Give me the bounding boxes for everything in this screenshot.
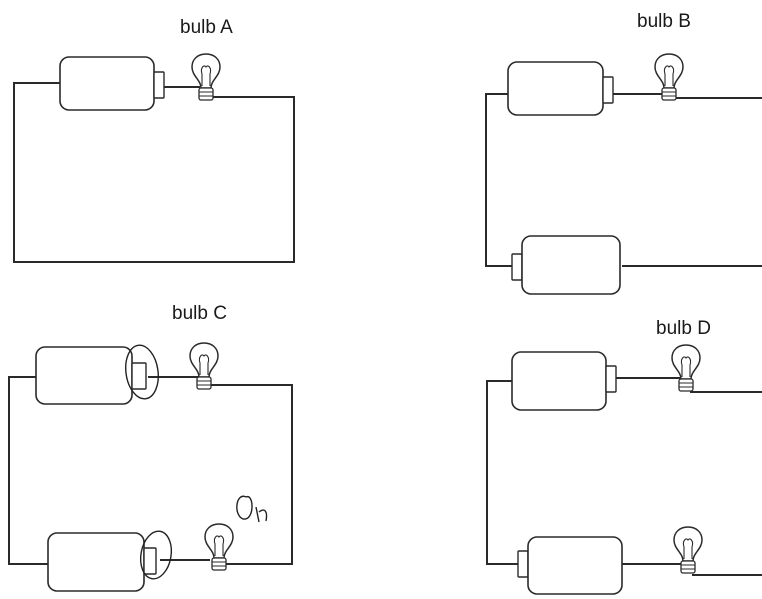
pen-circle-top [125,344,159,400]
cell-b1-body [507,61,604,116]
bulb-d-second-icon [673,526,703,574]
cell-a-terminal [153,71,165,99]
circuit-c: bulb C [8,303,293,592]
circuit-c-wire-right [209,384,293,565]
bulb-d-label: bulb D [656,318,711,339]
circuit-d-wire [486,380,518,565]
circuit-a-wire [13,82,295,263]
cell-d2-body [527,536,623,595]
bulb-c-icon [189,342,219,390]
cell-d1-body [511,351,607,411]
bulb-a-icon [191,53,221,101]
bulb-c-label: bulb C [172,303,227,324]
bulb-b-label: bulb B [637,11,691,32]
pen-scribble-mark [236,495,268,523]
pen-circle-bottom [139,530,173,580]
cell-c1-body [35,346,133,405]
cell-d2-terminal [517,550,529,578]
cell-a-body [59,56,155,111]
circuit-b-wire [485,93,512,267]
cell-c1-terminal [131,362,147,390]
circuit-d: bulb D [486,318,762,595]
cell-d1-terminal [605,365,617,393]
cell-c2-terminal [143,547,157,575]
bulb-a-label: bulb A [180,17,233,38]
cell-b1-terminal [602,76,614,104]
cell-c2-body [47,532,145,592]
circuit-c-wire-left [8,376,48,565]
circuit-b: bulb B [485,11,762,295]
cell-b2-terminal [511,253,523,281]
circuit-a: bulb A [13,17,295,263]
bulb-d-icon [671,344,701,392]
cell-b2-body [521,235,621,295]
